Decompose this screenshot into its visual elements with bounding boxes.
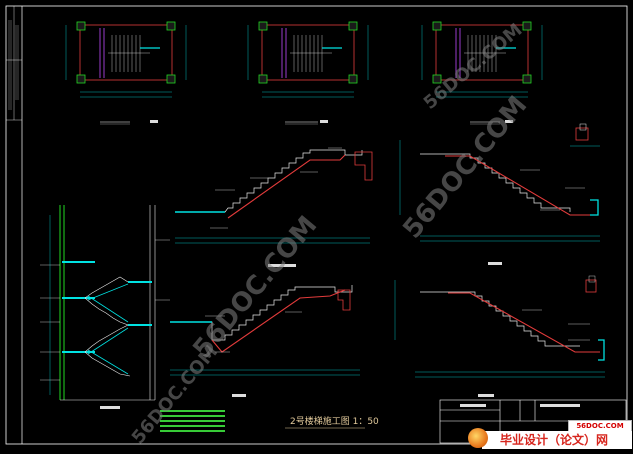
watermark-text-2: 56DOC.COM [397,90,533,244]
watermarks: 56DOC.COM 56DOC.COM 56DOC.COM 56DOC.COM [128,19,534,448]
site-logo-icon [468,428,488,448]
stair-section-tb4 [415,275,605,397]
beam-detail-top [570,123,600,147]
site-logo-text: 毕业设计（论文）网 [482,431,632,449]
stair-section-tb3 [170,280,396,397]
stair-plan-1 [65,21,187,125]
sheet-border [5,5,628,445]
binding-margin-table [6,6,22,121]
stair-elevation-section [40,205,170,409]
watermark-text-3: 56DOC.COM [128,341,222,448]
stair-section-tb1 [175,140,401,267]
stair-plan-2 [247,21,369,125]
stair-plan-3 [421,21,543,125]
watermark-text-1: 56DOC.COM [187,210,323,364]
legend-stripes [160,410,225,432]
drawing-title: 2号楼梯施工图 1：50 [290,415,379,427]
stair-section-tb2 [420,153,600,265]
